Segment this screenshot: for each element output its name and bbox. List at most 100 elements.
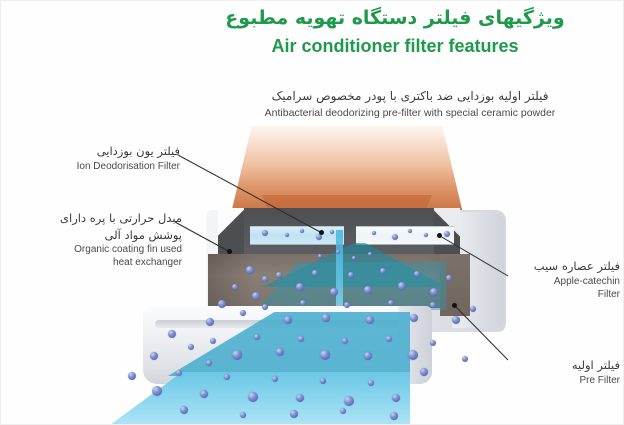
dust-particle	[168, 330, 176, 338]
dust-particle	[342, 338, 348, 344]
dust-particle	[364, 286, 372, 294]
dust-particle	[392, 394, 400, 402]
dust-particle	[424, 233, 428, 237]
callout-apple-catechin-filter: فیلتر عصاره سیب Apple-catechin Filter	[510, 258, 620, 301]
dust-particle	[298, 336, 304, 342]
leader-endpoint-pre	[452, 303, 457, 308]
callout-fin-fa-line1: مبدل حرارتی با پره دارای	[60, 211, 182, 225]
dust-particle	[318, 254, 322, 258]
dust-particle	[284, 316, 292, 324]
dust-particle	[262, 230, 268, 236]
leader-endpoint-fin	[227, 249, 232, 254]
dust-particle	[276, 348, 284, 356]
callout-apple-en-line1: Apple-catechin	[553, 275, 620, 287]
callout-ion-en: Ion Deodorisation Filter	[76, 160, 180, 172]
dust-particle	[188, 344, 194, 350]
dust-particle	[272, 376, 278, 382]
dust-particle	[316, 234, 322, 240]
dust-particle	[430, 302, 436, 308]
callout-fin-fa-line2: پوشش مواد آلی	[104, 227, 182, 242]
dust-particle	[430, 288, 438, 296]
dust-particle	[246, 266, 254, 274]
dust-particle	[452, 316, 460, 324]
dust-particle	[344, 302, 350, 308]
dust-particle	[340, 408, 346, 414]
dust-particle	[320, 350, 330, 360]
dust-particle	[352, 256, 356, 260]
dust-particle	[388, 300, 394, 306]
dust-particle	[300, 300, 306, 306]
dust-particle	[372, 231, 376, 235]
dust-particle	[248, 392, 258, 402]
callout-apple-fa: فیلتر عصاره سیب	[533, 259, 620, 273]
dust-particle	[254, 334, 260, 340]
dust-particle	[128, 372, 136, 380]
dust-particle	[312, 270, 318, 276]
callout-pre-fa: فیلتر اولیه	[571, 358, 620, 372]
center-air-jet	[336, 230, 343, 314]
callout-fin-en-line1: Organic coating fin used	[74, 244, 182, 256]
leader-endpoint-apple	[437, 233, 442, 238]
dust-particle	[276, 272, 282, 278]
dust-particle	[240, 310, 246, 316]
dust-particle	[206, 360, 212, 366]
callout-pre-en: Pre Filter	[579, 374, 620, 386]
dust-particle	[462, 356, 468, 362]
page-title: ویژگیهای فیلتر دستگاه تهویه مطبوع Air co…	[180, 6, 610, 57]
dust-particle	[176, 370, 182, 376]
dust-particle	[152, 386, 162, 396]
dust-particle	[398, 282, 406, 290]
dust-particle	[470, 306, 476, 312]
dust-particle	[262, 276, 268, 282]
page-title-fa: ویژگیهای فیلتر دستگاه تهویه مطبوع	[225, 7, 565, 29]
dust-particle	[430, 340, 436, 346]
dust-particle	[386, 336, 392, 342]
dust-particle	[300, 229, 304, 233]
dust-particle	[410, 314, 418, 322]
dust-particle	[390, 412, 398, 420]
dust-particle	[232, 284, 238, 290]
dust-particle	[200, 390, 208, 398]
dust-particle	[210, 338, 216, 344]
dust-particle	[408, 229, 412, 233]
dust-particle	[420, 368, 428, 376]
dust-particle	[344, 396, 354, 406]
dust-particle	[368, 380, 374, 386]
housing-left-bevel	[218, 208, 244, 254]
dust-particle	[392, 234, 398, 240]
subtitle: فیلتر اولیه بوزدایی ضد باکتری با پودر مخ…	[210, 88, 610, 120]
dust-particle	[296, 283, 304, 291]
dust-particle	[296, 394, 304, 402]
dust-particle	[322, 314, 330, 322]
dust-particle	[364, 352, 372, 360]
dust-particle	[330, 288, 338, 296]
dust-particle	[320, 378, 326, 384]
callout-apple-en-line2: Filter	[597, 288, 620, 300]
dust-particle	[252, 292, 260, 300]
dust-particle	[206, 318, 214, 326]
apple-catechin-filter-strip	[356, 226, 454, 245]
dust-particle	[380, 268, 386, 274]
dust-particle	[218, 300, 226, 308]
dust-particle	[285, 233, 289, 237]
leader-endpoint-ion	[319, 230, 324, 235]
dust-particle	[366, 316, 374, 324]
subtitle-fa: فیلتر اولیه بوزدایی ضد باکتری با پودر مخ…	[271, 89, 549, 103]
dust-particle	[240, 412, 246, 418]
dust-particle	[150, 352, 158, 360]
subtitle-en: Antibacterial deodorizing pre-filter wit…	[264, 106, 556, 119]
dust-particle	[446, 275, 452, 281]
callout-organic-coating-fin: مبدل حرارتی با پره دارای پوشش مواد آلی O…	[6, 210, 182, 269]
callout-ion-deodorisation-filter: فیلتر یون بوزدایی Ion Deodorisation Filt…	[8, 143, 180, 173]
callout-pre-filter: فیلتر اولیه Pre Filter	[510, 357, 620, 387]
callout-fin-en-line2: heat exchanger	[113, 257, 182, 269]
dust-particle	[290, 410, 298, 418]
dust-particle	[368, 252, 372, 256]
dust-particle	[224, 374, 230, 380]
dust-particle	[444, 231, 450, 237]
page-title-en: Air conditioner filter features	[271, 35, 519, 56]
dust-particle	[232, 350, 242, 360]
dust-particle	[414, 271, 420, 277]
dust-particle	[180, 406, 188, 414]
